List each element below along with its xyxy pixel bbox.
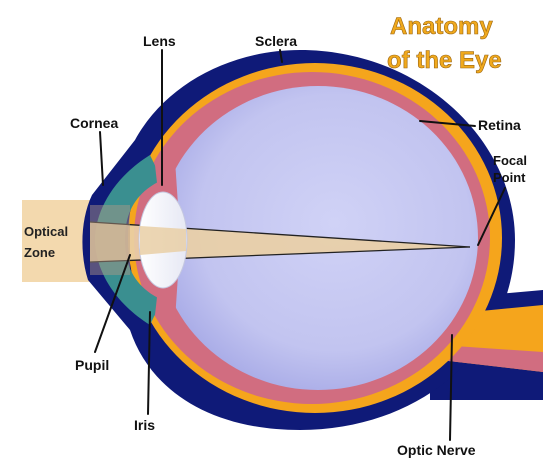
label-focal-line2: Point xyxy=(493,170,526,185)
label-optical-line1: Optical xyxy=(24,224,68,239)
label-sclera: Sclera xyxy=(255,33,297,49)
label-cornea: Cornea xyxy=(70,115,118,131)
label-optical-line2: Zone xyxy=(24,245,55,260)
label-lens: Lens xyxy=(143,33,176,49)
label-focal-line1: Focal xyxy=(493,153,527,168)
optical-zone-front xyxy=(90,205,130,275)
leader-cornea xyxy=(100,132,103,185)
label-pupil: Pupil xyxy=(75,357,109,373)
lens-beam-overlay xyxy=(140,226,186,255)
title-line1: Anatomy xyxy=(390,13,493,40)
label-retina: Retina xyxy=(478,117,521,133)
label-iris: Iris xyxy=(134,417,155,433)
label-optic-nerve: Optic Nerve xyxy=(397,442,476,458)
title-line2: of the Eye xyxy=(387,47,502,74)
